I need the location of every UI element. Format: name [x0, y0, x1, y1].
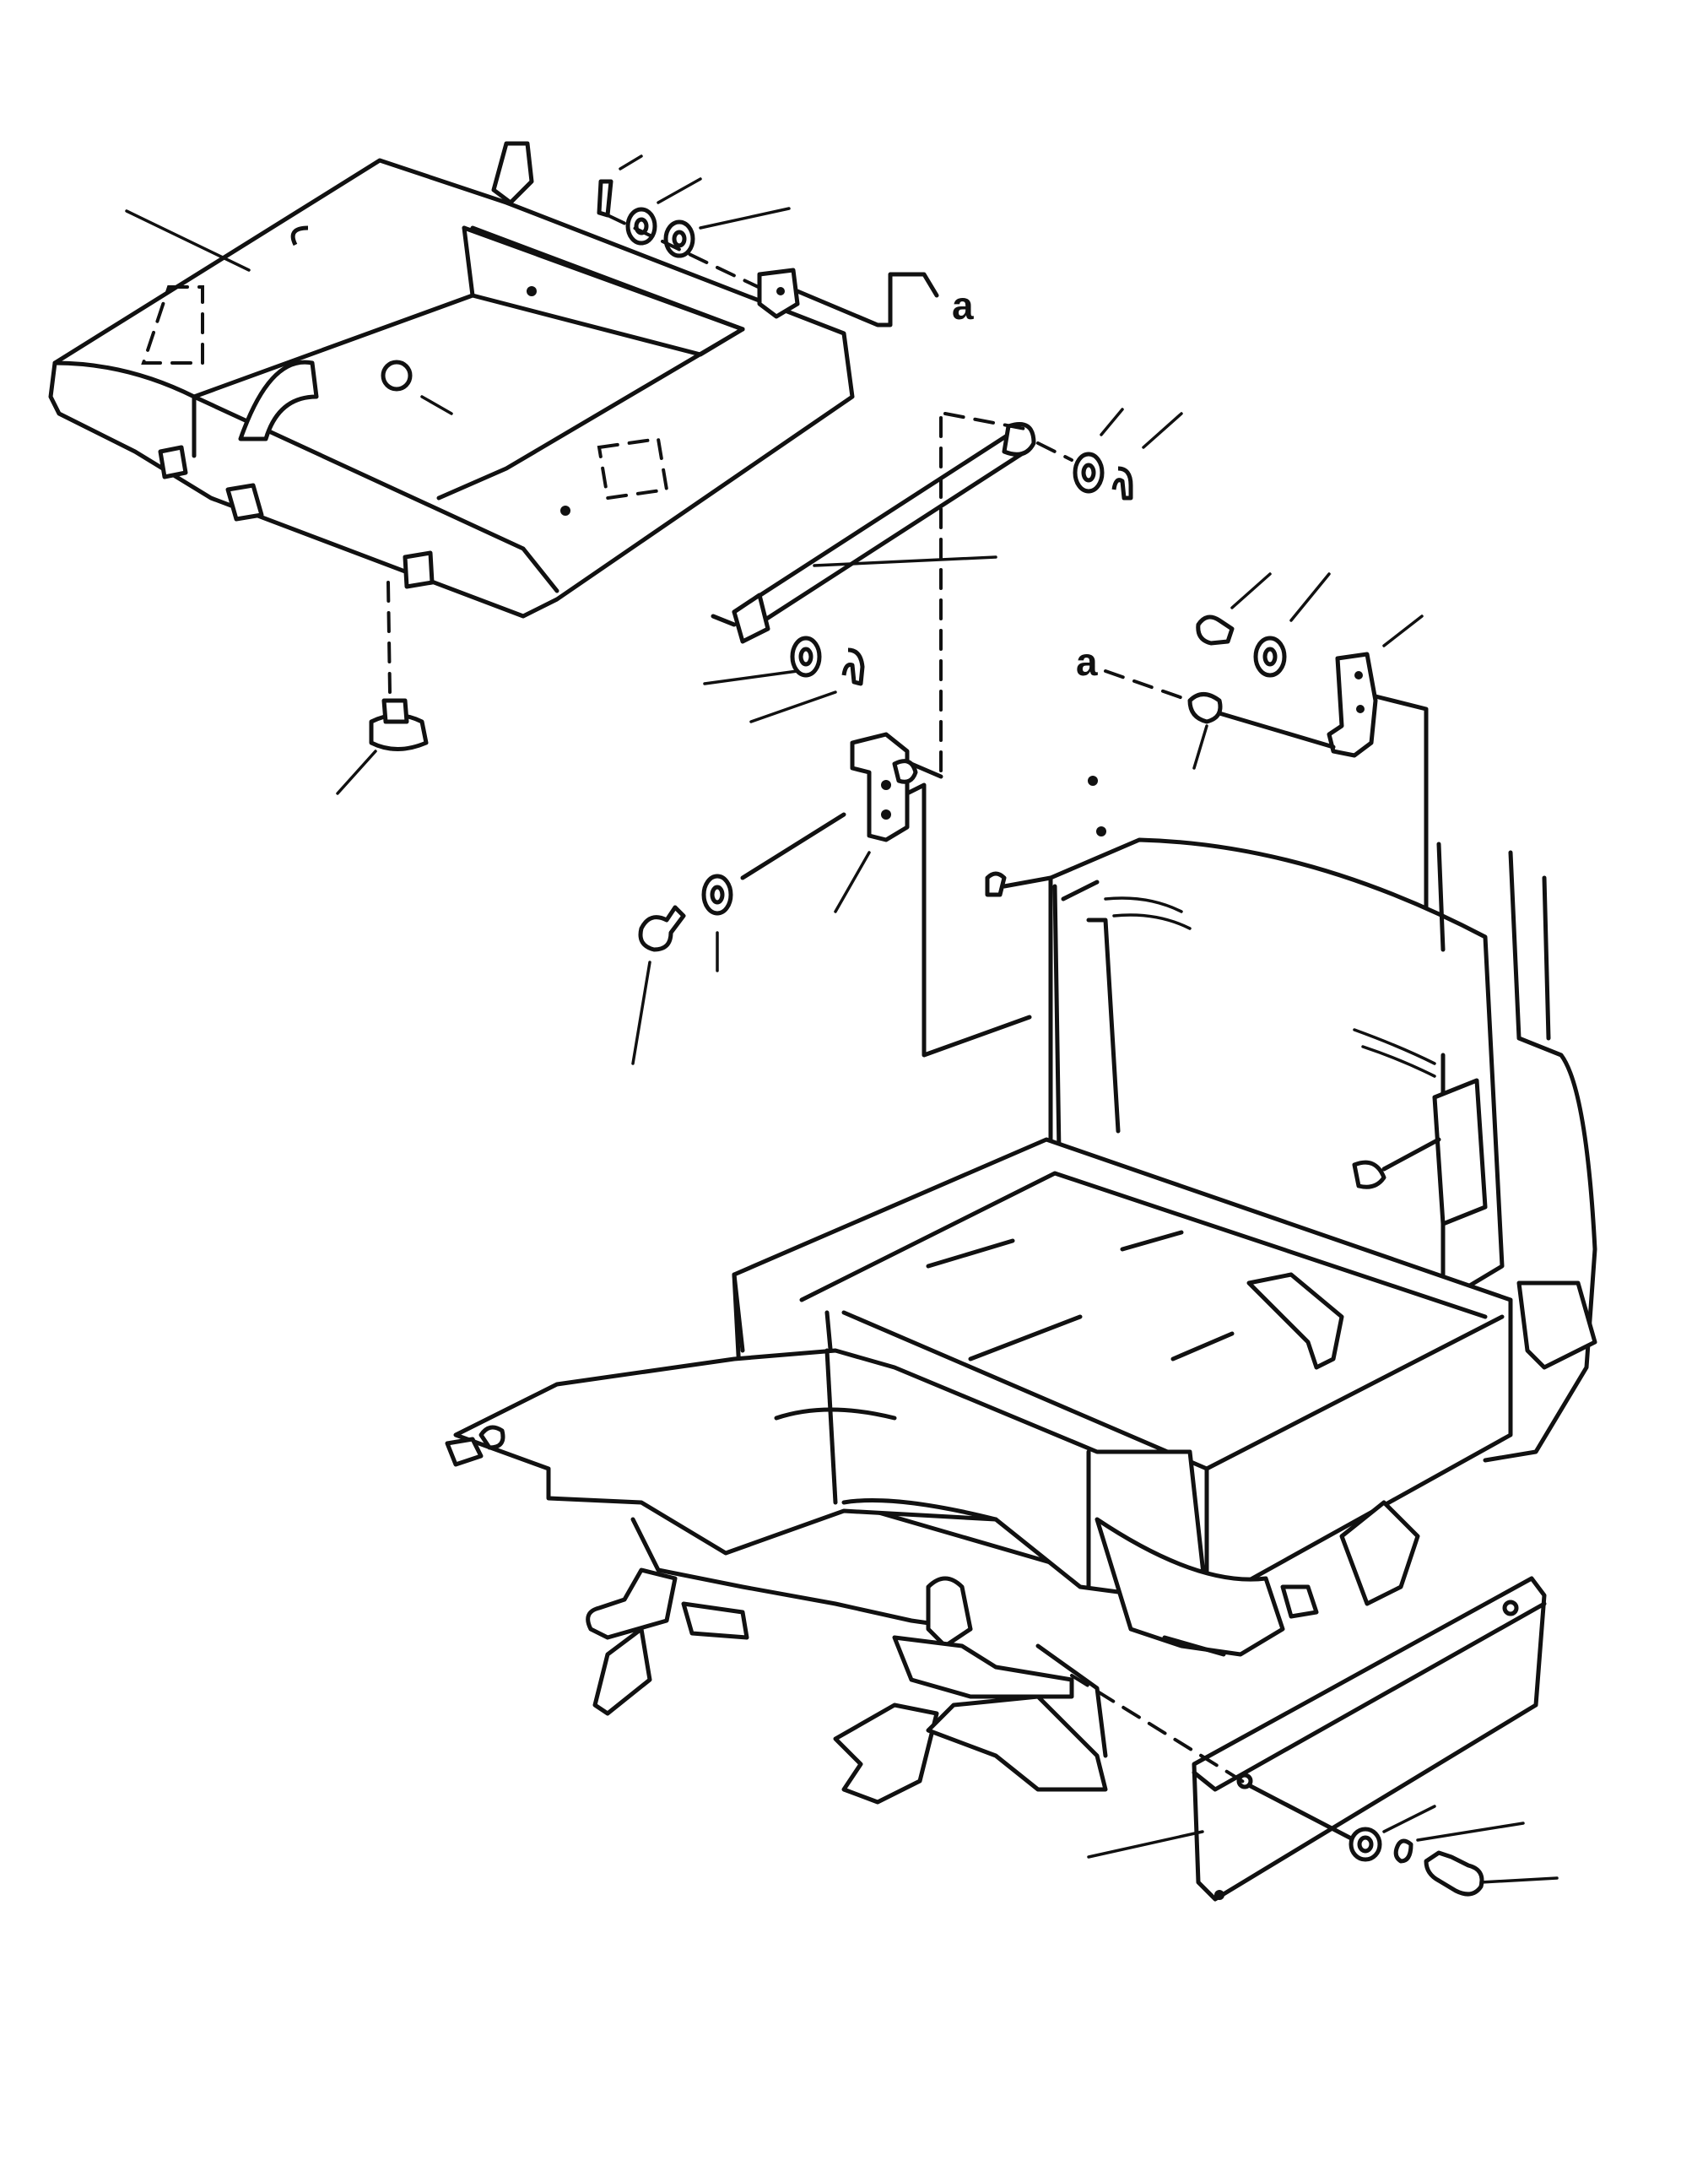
strut-upper-fasteners	[1036, 408, 1183, 501]
lock-knob	[336, 581, 429, 795]
cover-panel-hardware	[1349, 1805, 1559, 1897]
leader-lid	[125, 209, 251, 272]
reference-label-right: a	[1076, 640, 1098, 684]
side-cover-panel	[1070, 1576, 1547, 1902]
reference-label-top: a	[952, 284, 974, 328]
seat-lid-panel	[48, 141, 855, 619]
gas-strut	[711, 412, 1036, 778]
upper-hinge-bracket	[757, 268, 939, 328]
middle-hinge-block	[834, 732, 1032, 1058]
seat-frame	[445, 776, 1597, 1805]
hinge-bolt-washer	[631, 812, 846, 1065]
right-hinge-cluster	[1104, 572, 1429, 948]
top-washer-set	[597, 154, 791, 301]
strut-lower-fasteners	[703, 636, 865, 723]
leader-lid-knob	[420, 395, 453, 415]
